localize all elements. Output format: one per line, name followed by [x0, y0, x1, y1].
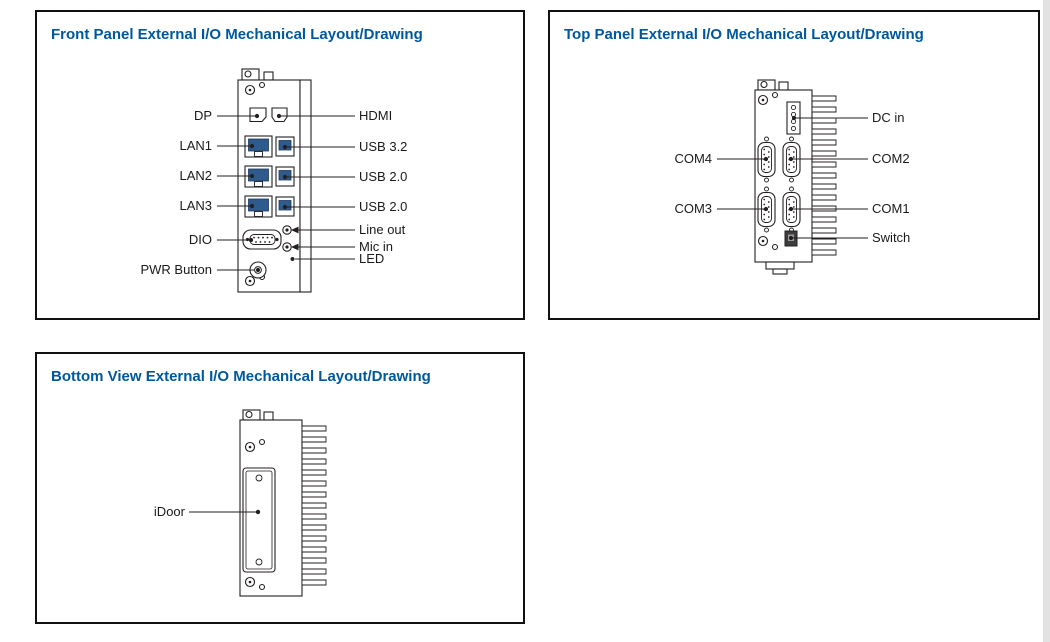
label-dc-in: DC in	[872, 110, 905, 125]
top-panel-title: Top Panel External I/O Mechanical Layout…	[564, 26, 924, 43]
front-panel-drawing	[217, 68, 355, 293]
label-lan2: LAN2	[179, 168, 212, 183]
label-com4: COM4	[674, 151, 712, 166]
label-pwr-button: PWR Button	[140, 262, 212, 277]
idoor-slot	[242, 467, 276, 573]
label-dio: DIO	[188, 232, 212, 247]
front-panel-title: Front Panel External I/O Mechanical Layo…	[51, 26, 423, 43]
label-usb32: USB 3.2	[359, 139, 408, 154]
label-idoor: iDoor	[153, 504, 185, 519]
label-led: LED	[359, 251, 385, 266]
screw-centers	[761, 98, 765, 243]
lan1-port	[244, 135, 273, 158]
screw-centers	[248, 445, 252, 584]
top-panel-drawing	[717, 79, 868, 275]
label-usb20-1: USB 2.0	[359, 169, 408, 184]
label-com3: COM3	[674, 201, 712, 216]
label-dp: DP	[193, 108, 212, 123]
screw-centers	[248, 88, 252, 283]
top-device-outline	[754, 79, 813, 275]
lan3-port	[244, 195, 273, 218]
heatsink-fins	[811, 95, 837, 256]
bottom-view-figure: Bottom View External I/O Mechanical Layo…	[35, 352, 525, 624]
leader-dots	[763, 115, 797, 241]
leader-lines	[717, 117, 868, 239]
label-hdmi: HDMI	[359, 108, 393, 123]
bottom-view-drawing	[189, 409, 327, 597]
bottom-view-title: Bottom View External I/O Mechanical Layo…	[51, 368, 431, 385]
label-lan1: LAN1	[179, 138, 212, 153]
label-line-out: Line out	[359, 222, 406, 237]
mic-in-jack	[282, 242, 292, 252]
page-edge-shading	[1043, 0, 1050, 642]
heatsink-fins	[301, 425, 327, 586]
leader-dots	[255, 509, 261, 515]
top-panel-figure: Top Panel External I/O Mechanical Layout…	[548, 10, 1040, 320]
label-mic-in: Mic in	[359, 239, 393, 254]
front-panel-figure: Front Panel External I/O Mechanical Layo…	[35, 10, 525, 320]
lan2-port	[244, 165, 273, 188]
dio-port	[242, 229, 282, 250]
line-out-jack	[282, 225, 292, 235]
label-com1: COM1	[872, 201, 910, 216]
label-switch: Switch	[872, 230, 911, 245]
label-lan3: LAN3	[179, 198, 212, 213]
leader-dots	[248, 113, 299, 273]
leader-lines	[217, 115, 355, 271]
label-com2: COM2	[872, 151, 910, 166]
label-usb20-2: USB 2.0	[359, 199, 408, 214]
